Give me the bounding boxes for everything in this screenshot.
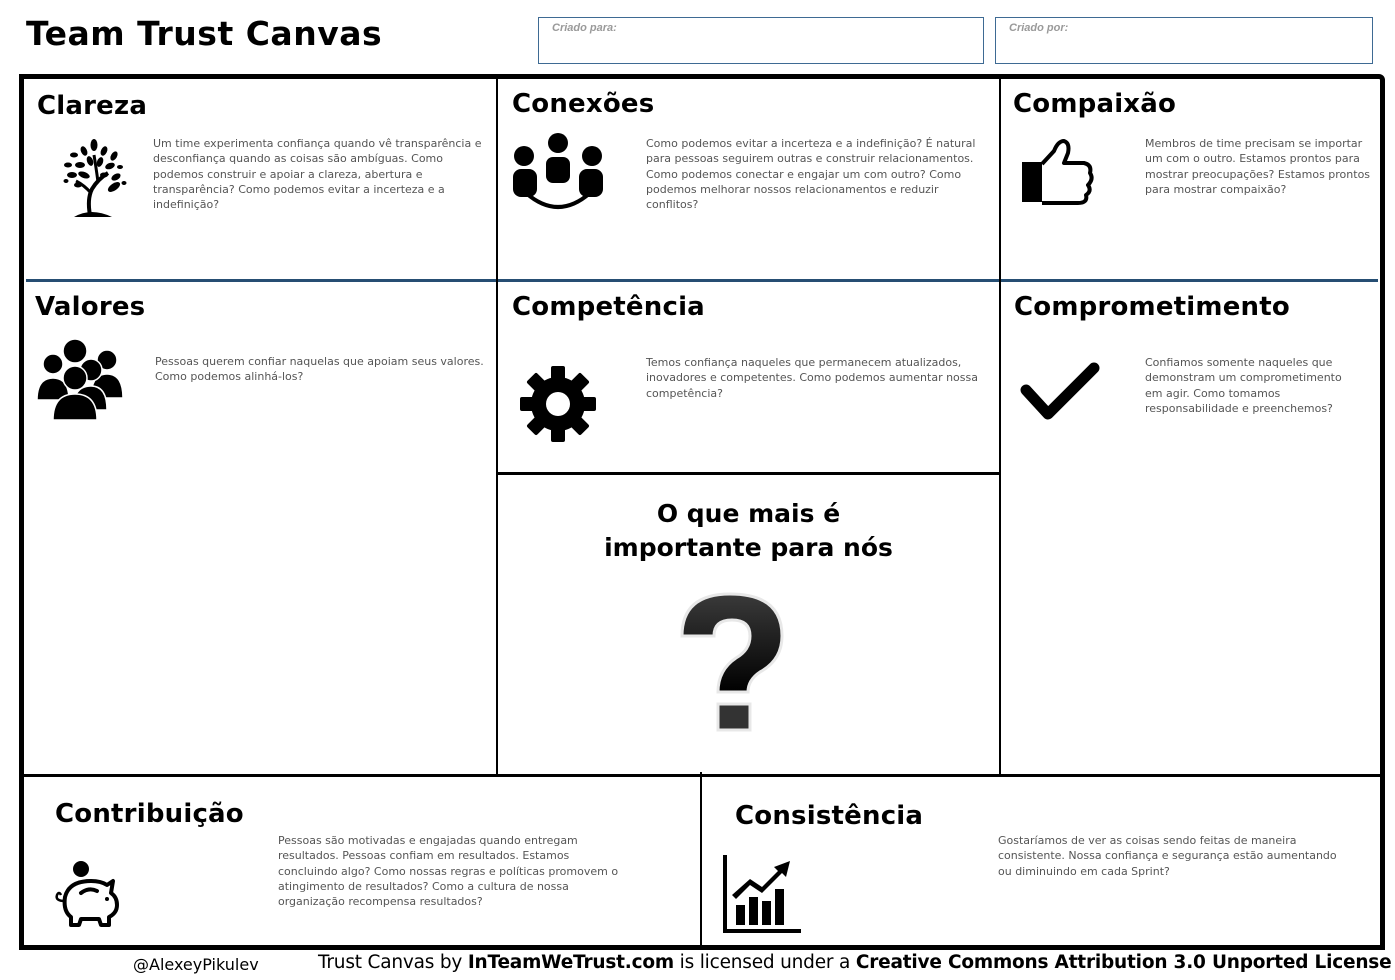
divider-bottom <box>700 772 702 946</box>
question-mark-icon <box>680 592 784 732</box>
connected-people-icon <box>513 133 603 209</box>
section-title: Consistência <box>735 801 924 831</box>
section-description: Um time experimenta confiança quando vê … <box>153 137 482 212</box>
created-by-label: Criado por: <box>1009 22 1069 34</box>
section-title: Valores <box>35 292 146 322</box>
created-for-label: Criado para: <box>552 22 617 34</box>
divider-col2 <box>999 79 1001 777</box>
license-site-link[interactable]: InTeamWeTrust.com <box>467 952 674 973</box>
section-valores[interactable]: Valores Pessoas querem confiar naquelas … <box>24 282 496 774</box>
license-middle: is licensed under a <box>673 952 856 973</box>
section-description: Como podemos evitar a incerteza e a inde… <box>646 137 976 212</box>
growth-chart-icon <box>723 855 801 933</box>
section-title: Compaixão <box>1013 89 1177 119</box>
author-handle: @AlexeyPikulev <box>133 955 259 974</box>
license-notice: Trust Canvas by InTeamWeTrust.com is lic… <box>318 952 1392 973</box>
divider-col1 <box>496 79 498 777</box>
divider-row1 <box>26 279 1378 282</box>
group-icon <box>36 338 124 420</box>
checkmark-icon <box>1020 362 1100 420</box>
tree-icon <box>63 139 127 217</box>
created-for-input[interactable] <box>551 38 975 62</box>
section-most-important[interactable]: O que mais é importante para nós <box>498 475 999 774</box>
center-title-line1: O que mais é <box>656 499 841 528</box>
section-title: Competência <box>512 292 705 322</box>
section-description: Pessoas são motivadas e engajadas quando… <box>278 834 619 909</box>
section-comprometimento[interactable]: Comprometimento Confiamos somente naquel… <box>1001 282 1380 774</box>
section-description: Confiamos somente naqueles que demonstra… <box>1145 356 1342 415</box>
gear-icon <box>520 366 596 442</box>
created-by-field[interactable]: Criado por: <box>995 17 1373 64</box>
comprometimento-notes-area[interactable] <box>1011 442 1370 766</box>
center-title: O que mais é importante para nós <box>498 497 999 565</box>
divider-center <box>497 472 1000 475</box>
section-title: Conexões <box>512 89 655 119</box>
section-contribuicao[interactable]: Contribuição Pessoas são motivadas e eng… <box>24 777 700 946</box>
section-description: Pessoas querem confiar naquelas que apoi… <box>155 355 484 384</box>
piggy-bank-icon <box>55 861 119 927</box>
section-clareza[interactable]: Clareza <box>24 79 496 279</box>
trust-canvas-board: Clareza <box>19 74 1385 950</box>
section-title: Comprometimento <box>1014 292 1290 322</box>
thumbs-up-icon <box>1022 139 1094 205</box>
section-conexoes[interactable]: Conexões Como podemos evitar a incerteza… <box>498 79 999 279</box>
section-consistencia[interactable]: Consistência Gostaríamos de ver as coisa… <box>702 777 1380 946</box>
license-name-link[interactable]: Creative Commons Attribution 3.0 Unporte… <box>855 952 1392 973</box>
section-description: Membros de time precisam se importar um … <box>1145 137 1371 196</box>
license-prefix: Trust Canvas by <box>318 952 468 973</box>
created-for-field[interactable]: Criado para: <box>538 17 984 64</box>
divider-row3 <box>24 774 1380 777</box>
page-title: Team Trust Canvas <box>26 14 383 53</box>
center-title-line2: importante para nós <box>604 533 893 562</box>
section-title: Clareza <box>37 91 148 121</box>
section-title: Contribuição <box>55 799 244 829</box>
section-competencia[interactable]: Competência Temos confiança naqueles que… <box>498 282 999 472</box>
created-by-input[interactable] <box>1008 38 1364 62</box>
section-compaixao[interactable]: Compaixão Membros de time precisam se im… <box>1001 79 1380 279</box>
valores-notes-area[interactable] <box>34 432 488 766</box>
section-description: Temos confiança naqueles que permanecem … <box>646 356 978 400</box>
section-description: Gostaríamos de ver as coisas sendo feita… <box>998 834 1337 878</box>
